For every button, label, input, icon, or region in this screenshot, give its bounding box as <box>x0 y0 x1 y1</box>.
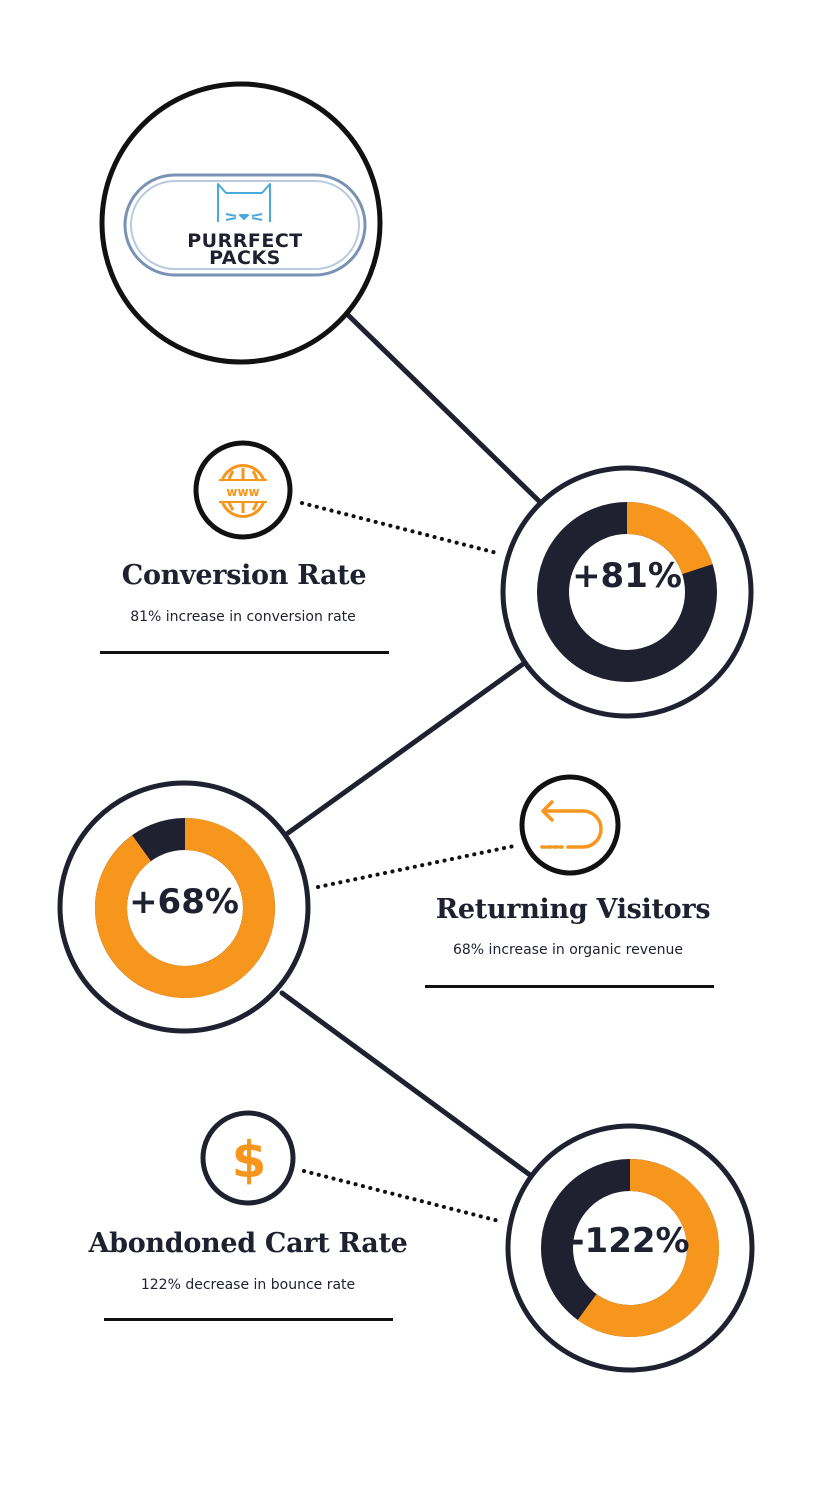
stat-2-description: 68% increase in organic revenue <box>452 942 683 958</box>
logo-pill-outer <box>123 173 367 277</box>
stat-3-title: Abondoned Cart Rate <box>88 1228 408 1259</box>
return-arrow-icon-badge <box>519 774 621 876</box>
brand-logo-text: PURRFECT PACKS <box>170 230 320 269</box>
connector-stat1-to-stat2 <box>285 661 526 836</box>
stat-3-divider <box>104 1318 393 1321</box>
stat-2-badge <box>57 780 311 1034</box>
stat-1-description: 81% increase in conversion rate <box>130 609 356 625</box>
globe-www-icon-badge: www <box>193 440 293 540</box>
stat-2-value: +68% <box>129 882 239 922</box>
stat-1-title: Conversion Rate <box>121 560 367 591</box>
stat-1-value: +81% <box>572 556 682 596</box>
stat-3-value: -122% <box>570 1221 690 1261</box>
stat-3-donut <box>541 1159 719 1337</box>
connector-stat2-to-stat3 <box>279 990 533 1178</box>
stat-3-donut-fill <box>577 1159 719 1337</box>
return-arrow-icon <box>540 800 603 849</box>
dotted-connectors <box>300 501 516 1223</box>
stat-1-divider <box>100 651 389 654</box>
stat-3-description: 122% decrease in bounce rate <box>140 1277 356 1293</box>
stat-1-donut <box>537 502 717 682</box>
stat-2-donut-fill <box>95 818 275 998</box>
dotted-connector-1 <box>300 501 499 555</box>
logo-badge <box>99 81 383 365</box>
www-glyph: www <box>226 485 259 499</box>
brand-name-line1: PURRFECT <box>187 230 303 252</box>
globe-www-icon <box>219 464 267 518</box>
connector-logo-to-stat1 <box>345 312 543 505</box>
stat-2-divider <box>425 985 714 988</box>
cat-logo-icon <box>217 183 271 222</box>
stat-1-donut-fill <box>626 502 713 575</box>
dotted-connector-2 <box>316 844 516 889</box>
stat-2-title: Returning Visitors <box>435 894 711 925</box>
stat-2-donut <box>95 818 275 998</box>
stat-1-badge <box>500 465 754 719</box>
brand-name-line2: PACKS <box>209 247 281 269</box>
connector-lines <box>279 312 543 1178</box>
dollar-icon: $ <box>232 1131 267 1189</box>
dollar-icon-badge: $ <box>200 1110 296 1206</box>
logo-pill-inner <box>130 180 360 270</box>
stat-3-badge <box>505 1123 755 1373</box>
dotted-connector-3 <box>302 1169 501 1223</box>
